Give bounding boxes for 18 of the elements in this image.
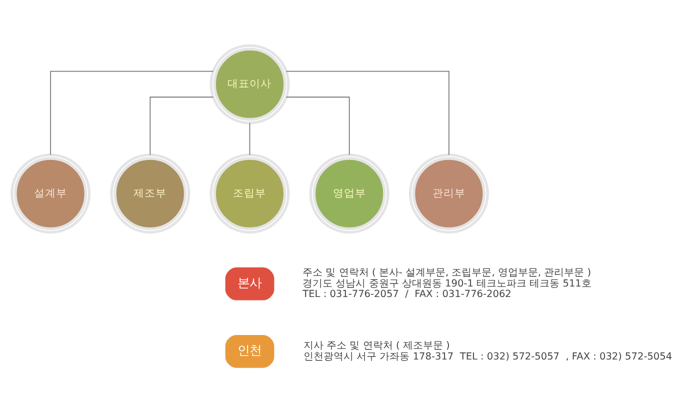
node-circle: 영업부 — [309, 154, 390, 234]
connector — [249, 122, 250, 156]
connector — [50, 70, 214, 156]
node-box: 인천 — [225, 334, 274, 368]
node-circle: 조립부 — [210, 154, 290, 234]
node-circle: 대표이사 — [210, 44, 290, 124]
connector — [150, 96, 214, 156]
node-label: TEL : 031-776-2057 / FAX : 031-776-2062 — [302, 289, 512, 300]
node-circle: 설계부 — [10, 154, 91, 234]
connector — [286, 70, 450, 156]
node-label: 지사 주소 및 연락처 ( 제조부문 ) — [304, 340, 450, 352]
node-label: 주소 및 연락처 ( 본사- 설계부문, 조립부문, 영업부문, 관리부문 ) — [302, 268, 592, 279]
node-circle: 관리부 — [408, 154, 489, 234]
node-label: 경기도 성남시 중원구 상대원동 190-1 테크노파크 테크동 511호 — [302, 278, 592, 290]
node-box: 본사 — [225, 267, 274, 300]
node-label: 인천광역시 서구 가좌동 178-317 TEL : 032) 572-5057 , FAX : 032) 572-5054 — [304, 351, 672, 362]
connector — [286, 96, 350, 156]
node-circle: 제조부 — [110, 154, 190, 234]
